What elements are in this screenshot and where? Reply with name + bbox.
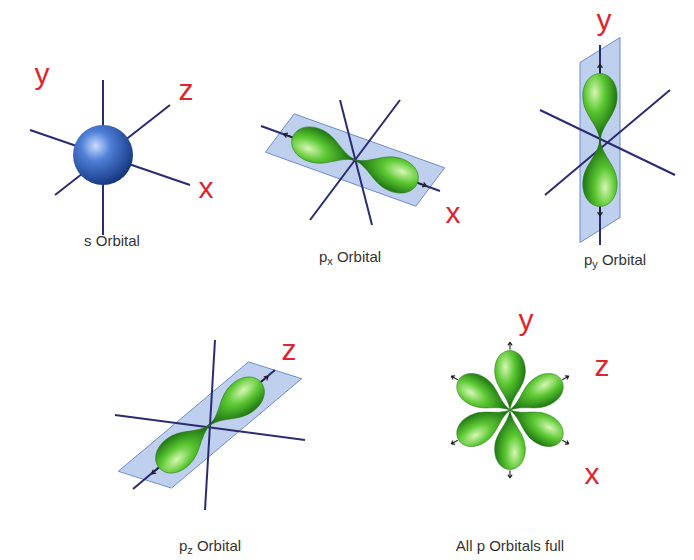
axis-label: x <box>585 459 600 489</box>
pz-lobe <box>141 412 221 487</box>
py-plane <box>580 38 620 243</box>
py-lobe <box>583 64 617 140</box>
py-lobe <box>583 140 617 216</box>
axis-label: y <box>519 305 534 335</box>
s-sphere <box>73 125 133 185</box>
orbital-caption: s Orbital <box>84 233 140 248</box>
px-axes <box>261 100 440 225</box>
py-axes <box>540 45 675 245</box>
pz-lobe <box>199 363 279 438</box>
axis-label: x <box>199 173 214 203</box>
axis-label: y <box>35 59 50 89</box>
axis-label: z <box>282 335 297 365</box>
px-plane <box>265 114 444 206</box>
all-p-orbitals <box>443 342 576 478</box>
px-lobe <box>278 118 361 176</box>
axis-label: y <box>597 5 612 35</box>
axis-label: z <box>179 75 194 105</box>
orbital-caption: pz Orbital <box>179 538 241 553</box>
s-orbital <box>30 80 190 235</box>
axis-label: z <box>595 351 610 381</box>
axis-label: x <box>446 198 461 228</box>
px-lobe <box>349 144 432 202</box>
orbital-caption: py Orbital <box>584 252 646 267</box>
orbital-caption: All p Orbitals full <box>456 538 564 553</box>
pz-axes <box>115 340 305 510</box>
pz-plane <box>118 362 301 488</box>
orbital-caption: px Orbital <box>319 249 381 264</box>
